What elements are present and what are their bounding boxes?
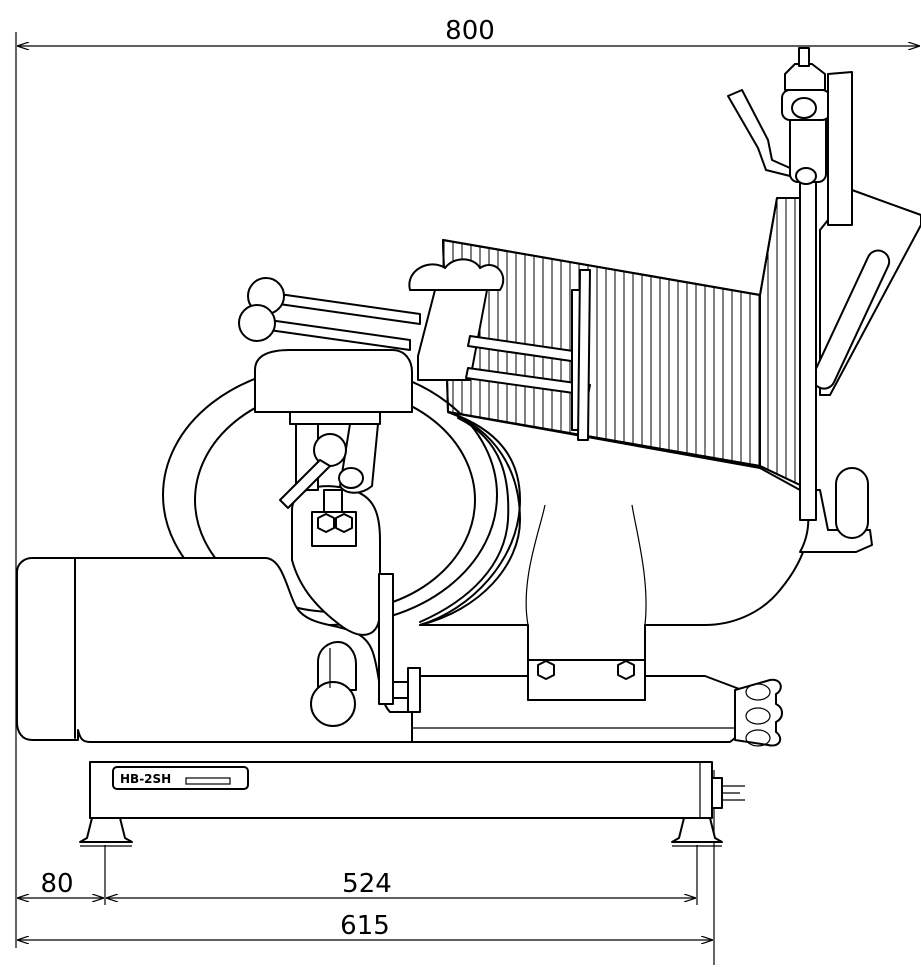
pusher-rod (781, 47, 853, 521)
power-connector (711, 777, 745, 809)
overall-width-label: 800 (445, 16, 495, 46)
sharpener-cap (254, 349, 413, 413)
front-foot (79, 817, 133, 847)
sharpener-assembly (254, 349, 413, 509)
product-holder-arm (408, 258, 591, 441)
front-overhang-label: 80 (40, 869, 73, 899)
sharpener-column (378, 573, 394, 705)
model-plate-label: HB-2SH (120, 772, 171, 786)
foot-spacing-label: 524 (342, 869, 392, 899)
carriage-lock-knob (734, 678, 783, 747)
slicer-machine: HB-2SH (16, 47, 921, 847)
base-length-label: 615 (340, 911, 390, 941)
thickness-adjust-knob (310, 641, 357, 727)
platform-grip (835, 467, 869, 539)
product-tray-rear-wall (759, 197, 801, 486)
guide-rod-ball-lower (238, 304, 276, 342)
holder-guide-rods (238, 277, 421, 351)
pusher-handle (727, 89, 791, 177)
dimension-lines: 800 80 524 615 (15, 16, 920, 965)
model-plate: HB-2SH (112, 766, 249, 790)
sharpener-lever (279, 459, 331, 509)
side-lock-knob (392, 667, 421, 713)
